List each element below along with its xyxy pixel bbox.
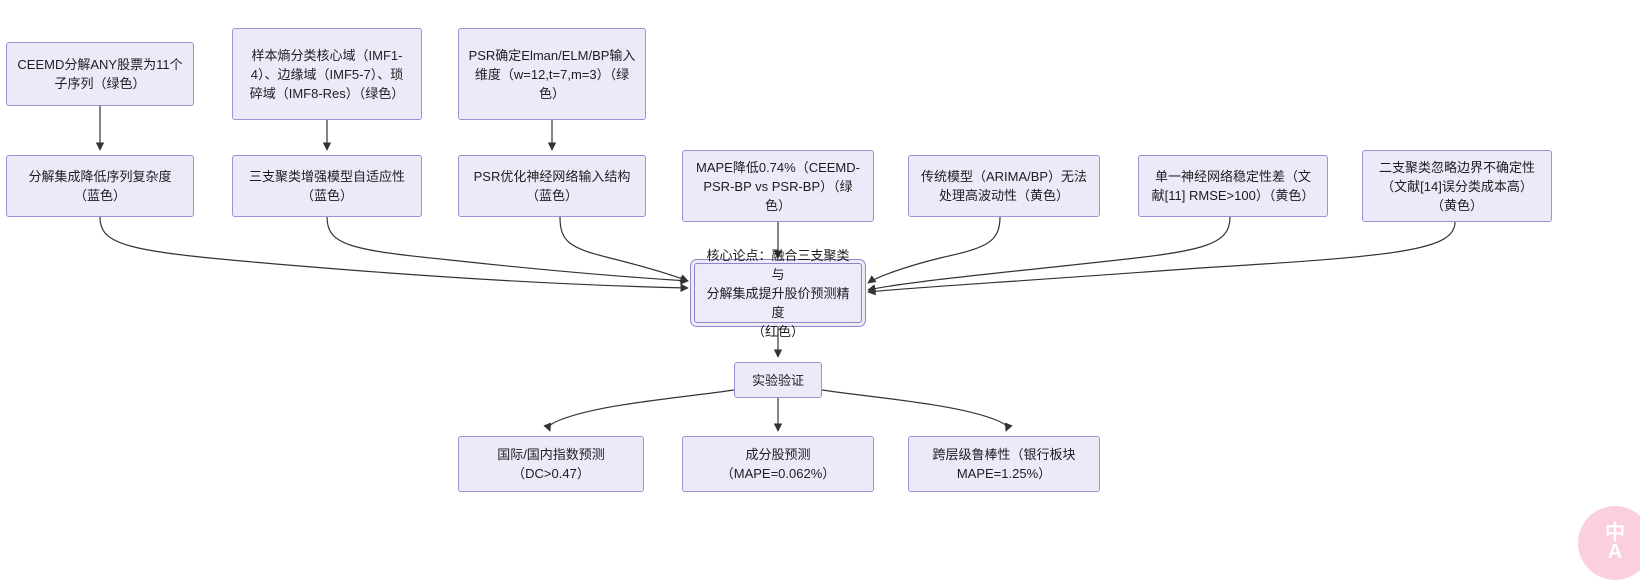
node-constituent-stock-forecast-result[interactable]: 成分股预测 （MAPE=0.062%） [682, 436, 874, 492]
node-experimental-validation[interactable]: 实验验证 [734, 362, 822, 398]
node-index-forecast-result[interactable]: 国际/国内指数预测 （DC>0.47） [458, 436, 644, 492]
edge-n5-core [326, 216, 689, 285]
node-core-claim[interactable]: 核心论点：融合三支聚类与 分解集成提升股价预测精度 （红色） [694, 248, 862, 339]
node-decomposition-reduces-complexity[interactable]: 分解集成降低序列复杂度 （蓝色） [6, 155, 194, 217]
watermark-line-2: A [1607, 541, 1623, 563]
node-ceemd-decomposition[interactable]: CEEMD分解ANY股票为11个 子序列（绿色） [6, 42, 194, 106]
edge-n6-core [559, 216, 689, 283]
node-psr-input-dimension[interactable]: PSR确定Elman/ELM/BP输入 维度（w=12,t=7,m=3）（绿 色… [458, 28, 646, 120]
watermark-line-1: 中 [1605, 522, 1625, 544]
edge-n11-n14 [821, 389, 1013, 432]
watermark-badge: 中 A [1578, 506, 1640, 580]
node-traditional-model-limitation[interactable]: 传统模型（ARIMA/BP）无法 处理高波动性（黄色） [908, 155, 1100, 217]
edge-n10-core [867, 221, 1456, 296]
node-psr-optimizes-nn-input[interactable]: PSR优化神经网络输入结构 （蓝色） [458, 155, 646, 217]
node-two-way-clustering-limitation[interactable]: 二支聚类忽略边界不确定性 （文献[14]误分类成本高） （黄色） [1362, 150, 1552, 222]
node-cross-level-robustness-result[interactable]: 跨层级鲁棒性（银行板块 MAPE=1.25%） [908, 436, 1100, 492]
node-sample-entropy-classification[interactable]: 样本熵分类核心域（IMF1- 4）、边缘域（IMF5-7）、琐 碎域（IMF8-… [232, 28, 422, 120]
node-single-nn-instability[interactable]: 单一神经网络稳定性差（文 献[11] RMSE>100）（黄色） [1138, 155, 1328, 217]
edge-n11-n12 [543, 389, 735, 432]
edge-n4-core [99, 216, 689, 293]
edge-n8-core [867, 216, 1001, 284]
edge-n9-core [867, 216, 1231, 293]
node-three-way-clustering-adaptivity[interactable]: 三支聚类增强模型自适应性 （蓝色） [232, 155, 422, 217]
node-mape-improvement-result[interactable]: MAPE降低0.74%（CEEMD- PSR-BP vs PSR-BP）（绿 色… [682, 150, 874, 222]
